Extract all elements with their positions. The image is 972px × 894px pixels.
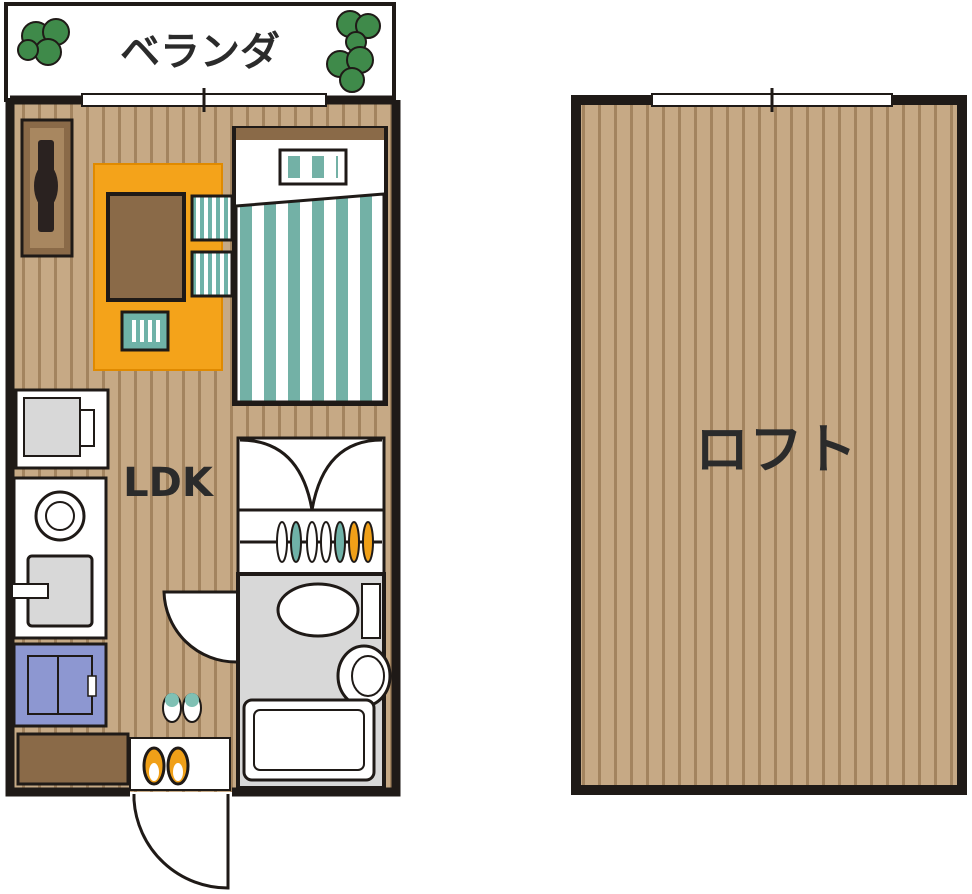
faucet-icon <box>11 583 49 599</box>
slippers-icon <box>162 693 202 723</box>
veranda-outline <box>4 2 396 102</box>
blanket <box>234 192 386 404</box>
rug <box>93 163 234 371</box>
entrance-door <box>132 794 230 890</box>
low-table <box>106 192 186 302</box>
shoes-icon <box>142 746 190 786</box>
closet-door-left <box>239 438 314 511</box>
ldk-room: LDK <box>5 88 401 890</box>
bed <box>232 126 388 406</box>
hanging-clothes-icon <box>276 521 374 563</box>
loft-label: ロフト <box>695 418 857 481</box>
cushion <box>190 250 234 298</box>
loft-window <box>651 88 893 112</box>
plant-icon <box>336 10 381 53</box>
cushion <box>190 194 234 242</box>
plant-icon <box>326 46 374 93</box>
window <box>81 88 327 112</box>
ldk-label: LDK <box>123 460 215 506</box>
tv-stand <box>20 118 74 258</box>
washbasin <box>276 582 360 638</box>
loft-room: ロフト <box>571 88 967 795</box>
kitchen <box>11 388 110 728</box>
closet <box>236 436 386 576</box>
closet-door-right <box>310 438 383 511</box>
veranda-label: ベランダ <box>120 29 280 75</box>
loft-floor <box>576 100 962 790</box>
plant-icon <box>17 18 70 66</box>
bathroom <box>236 572 392 790</box>
ldk-walls <box>5 100 401 797</box>
shoe-cabinet <box>16 732 130 786</box>
veranda: ベランダ <box>4 2 396 102</box>
bathroom-door <box>162 590 237 664</box>
